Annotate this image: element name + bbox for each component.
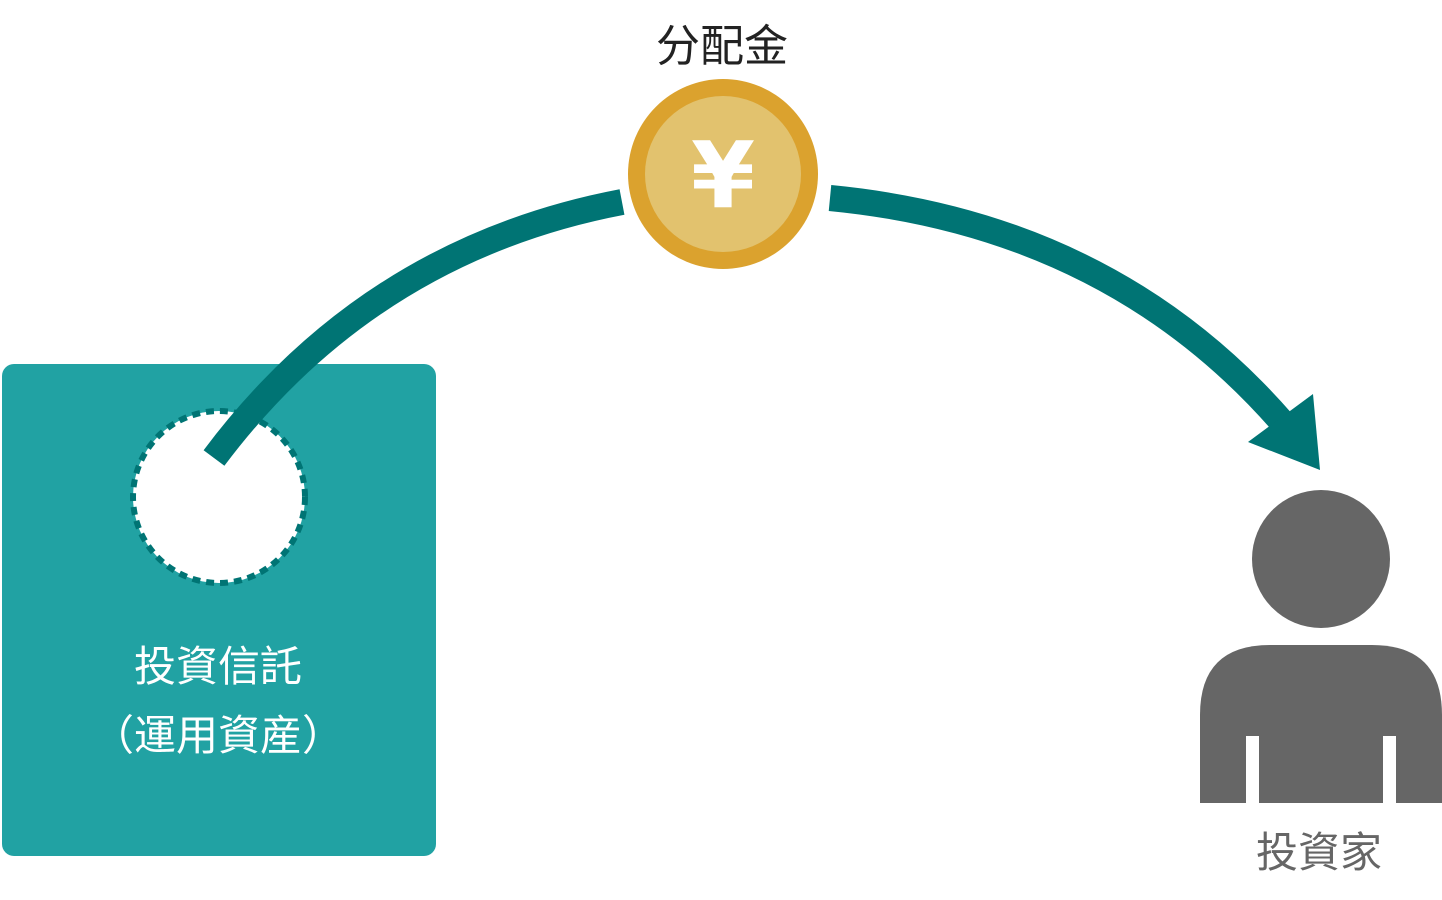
fund-label-line2: （運用資産） — [92, 711, 344, 760]
investor-person-icon — [1200, 490, 1442, 804]
fund-box — [2, 364, 436, 856]
distribution-label: 分配金 — [656, 21, 788, 72]
investor-label: 投資家 — [1256, 828, 1382, 877]
arrow-head — [1248, 394, 1320, 470]
removed-asset-circle — [130, 408, 308, 586]
fund-label-line1: 投資信託 — [134, 642, 302, 691]
yen-symbol: ¥ — [691, 122, 755, 229]
yen-coin-icon: ¥ — [628, 79, 818, 269]
arrow-left-segment — [203, 189, 625, 466]
arrow-right-segment — [828, 185, 1292, 431]
